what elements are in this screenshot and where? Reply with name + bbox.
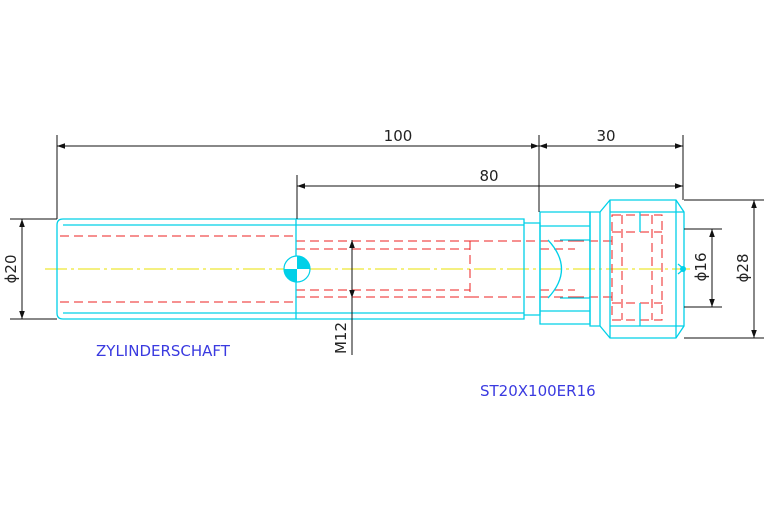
dim-bore-depth: 80 xyxy=(479,167,498,185)
part-type-label: ZYLINDERSCHAFT xyxy=(96,342,231,360)
dim-nut-diameter: ϕ28 xyxy=(734,254,752,283)
dimensions xyxy=(10,135,764,355)
collar-outline xyxy=(539,211,591,325)
part-outline xyxy=(56,199,686,339)
part-number-label: ST20X100ER16 xyxy=(480,382,596,400)
datum-marker xyxy=(283,255,686,283)
thread-section-outline xyxy=(296,218,525,320)
hidden-lines xyxy=(60,214,663,321)
shank-outline xyxy=(56,218,297,320)
dim-shank-diameter: ϕ20 xyxy=(2,255,20,284)
collet-nut-outline xyxy=(589,199,685,339)
dim-overall-length: 100 xyxy=(384,127,413,145)
dim-thread: M12 xyxy=(332,322,350,354)
dim-collet-diameter: ϕ16 xyxy=(692,253,710,282)
dim-head-length: 30 xyxy=(596,127,615,145)
